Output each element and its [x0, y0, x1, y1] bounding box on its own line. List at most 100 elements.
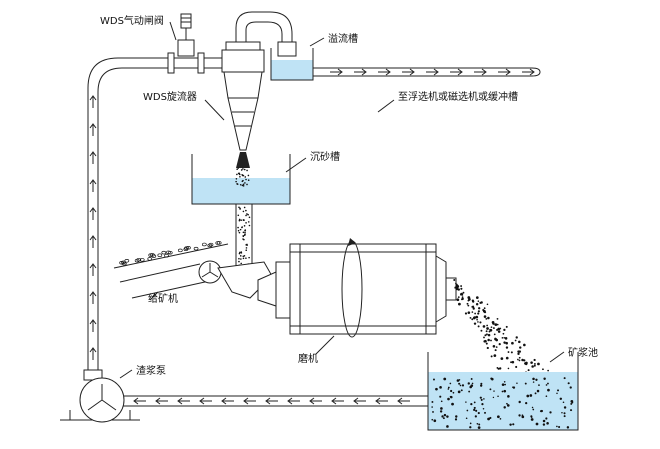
discharge-particle: [547, 369, 549, 372]
discharge-particle: [502, 332, 505, 335]
discharge-particle: [479, 321, 482, 324]
pool-particle: [441, 415, 444, 418]
discharge-particle: [472, 316, 476, 320]
pool-particle: [556, 392, 558, 395]
sand-particle: [238, 218, 241, 221]
discharge-particle: [498, 342, 501, 346]
pool-particle: [449, 382, 452, 385]
spray-particle: [239, 183, 242, 186]
discharge-particle: [521, 358, 524, 362]
pool-particle: [447, 388, 450, 390]
flow-arrow-right: [402, 68, 415, 76]
destination-label: 至浮选机或磁选机或缓冲槽: [398, 90, 518, 103]
flow-arrow-left: [155, 397, 168, 405]
pneumatic-valve: [167, 13, 222, 74]
pool-particle: [432, 411, 434, 413]
discharge-particle: [490, 339, 492, 342]
ore-lump: [121, 261, 127, 266]
discharge-particle: [518, 340, 521, 344]
discharge-particle: [457, 296, 460, 298]
discharge-particle: [507, 351, 510, 353]
discharge-particle: [475, 315, 479, 319]
sand-particle: [238, 231, 241, 234]
discharge-particle: [517, 358, 519, 361]
pool-particle: [559, 397, 563, 401]
discharge-particle: [533, 364, 536, 367]
pool-particle: [450, 389, 453, 393]
flow-arrow-right: [354, 68, 367, 76]
pool-particle: [504, 383, 506, 386]
slurry-pool: [427, 352, 579, 431]
pool-particle: [570, 409, 573, 412]
flow-arrow-right: [498, 68, 511, 76]
pool-particle: [493, 390, 495, 392]
flow-arrow-right: [474, 68, 487, 76]
discharge-particle: [471, 318, 474, 321]
overflow-tank: [270, 41, 541, 81]
spray-particle: [246, 183, 248, 186]
ore-lump: [215, 241, 221, 245]
discharge-particle: [517, 352, 520, 355]
flow-arrow-up: [89, 95, 97, 108]
discharge-particle: [496, 323, 499, 326]
pool-particle: [469, 426, 472, 429]
sand-particle: [245, 247, 248, 249]
pool-particle: [563, 406, 567, 409]
sand-particle: [239, 207, 241, 210]
discharge-particle: [493, 354, 497, 357]
discharge-particle: [482, 325, 486, 328]
pool-particle: [562, 401, 565, 403]
ball-mill: [217, 238, 457, 338]
discharge-particle: [493, 333, 496, 336]
ore-lump: [207, 243, 213, 248]
pool-particle: [506, 402, 508, 405]
pool-particle: [543, 377, 546, 381]
pool-particle: [481, 403, 484, 406]
sand-particle: [239, 251, 241, 254]
ore-lump: [147, 257, 153, 261]
discharge-particle: [515, 365, 518, 369]
pool-particle: [547, 382, 549, 385]
flow-arrow-right: [522, 68, 535, 76]
pool-particle: [563, 412, 566, 415]
flow-arrow-left: [177, 397, 190, 405]
discharge-particle: [496, 366, 499, 369]
pool-particle: [491, 377, 494, 381]
pool-particle: [446, 415, 449, 418]
ore-lump: [208, 242, 214, 247]
discharge-particle: [510, 361, 513, 364]
pool-particle: [446, 425, 449, 428]
ore-lump: [139, 258, 145, 262]
spray-particle: [245, 178, 247, 181]
sand-particle: [242, 210, 245, 213]
sand-particle: [243, 206, 246, 209]
spray-particle: [238, 173, 241, 176]
sand-particle: [243, 225, 246, 227]
pool-particle: [484, 411, 487, 414]
spray-particle: [241, 184, 244, 187]
pool-particle: [480, 382, 483, 385]
discharge-particle: [485, 317, 488, 320]
sand-particle: [239, 255, 242, 257]
pool-particle: [532, 408, 535, 411]
pool-particle: [549, 411, 552, 414]
sand-particle: [247, 213, 249, 216]
discharge-particle: [524, 362, 527, 365]
pool-particle: [507, 395, 510, 398]
pool-particle: [480, 384, 483, 387]
pool-particle: [451, 402, 454, 406]
flow-arrow-left: [133, 397, 146, 405]
discharge-particle: [455, 287, 459, 290]
discharge-particle: [487, 333, 491, 337]
ore-lump: [201, 242, 207, 247]
discharge-particle: [495, 338, 499, 342]
pool-particle: [456, 379, 460, 382]
discharge-particle: [499, 327, 502, 330]
pool-particle: [499, 417, 502, 420]
sand-particle: [238, 257, 240, 260]
ore-lump: [124, 259, 130, 263]
discharge-particle: [527, 369, 530, 372]
discharge-particle: [467, 304, 470, 307]
discharge-particle: [500, 357, 504, 360]
discharge-particle: [494, 349, 497, 352]
